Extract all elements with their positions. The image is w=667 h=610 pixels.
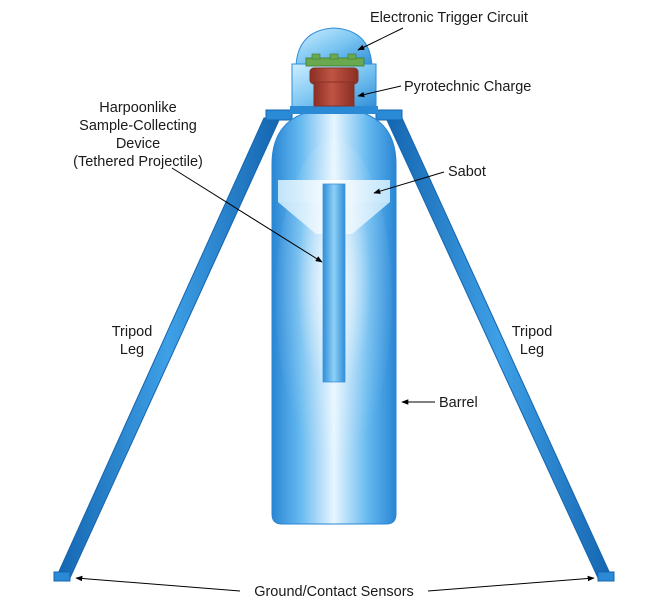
ground-sensor-right [597, 571, 615, 582]
svg-text:Harpoonlike: Harpoonlike [99, 100, 176, 116]
label-electronic-trigger-circuit: Electronic Trigger Circuit [370, 10, 528, 26]
leader-lines [75, 27, 595, 592]
label-tripod-leg-left: Tripod Leg [112, 324, 153, 358]
label-barrel: Barrel [439, 395, 478, 411]
pyrotechnic-charge [309, 67, 359, 107]
svg-text:Sample-Collecting: Sample-Collecting [79, 118, 197, 134]
svg-text:Leg: Leg [120, 342, 144, 358]
trigger-circuit-board [305, 53, 365, 67]
label-tripod-leg-right: Tripod Leg [512, 324, 553, 358]
label-pyrotechnic-charge: Pyrotechnic Charge [404, 79, 531, 95]
label-sabot: Sabot [448, 164, 486, 180]
svg-text:Device: Device [116, 136, 160, 152]
harpoon-projectile [322, 183, 346, 383]
svg-text:Leg: Leg [520, 342, 544, 358]
ground-sensor-left [53, 571, 71, 582]
svg-text:Tripod: Tripod [112, 324, 153, 340]
label-harpoon-device: Harpoonlike Sample-Collecting Device (Te… [73, 100, 203, 170]
tripod-left-leg [55, 109, 293, 579]
svg-text:(Tethered Projectile): (Tethered Projectile) [73, 154, 203, 170]
label-ground-contact-sensors: Ground/Contact Sensors [254, 584, 414, 600]
svg-text:Tripod: Tripod [512, 324, 553, 340]
tripod-right-leg [375, 109, 613, 579]
